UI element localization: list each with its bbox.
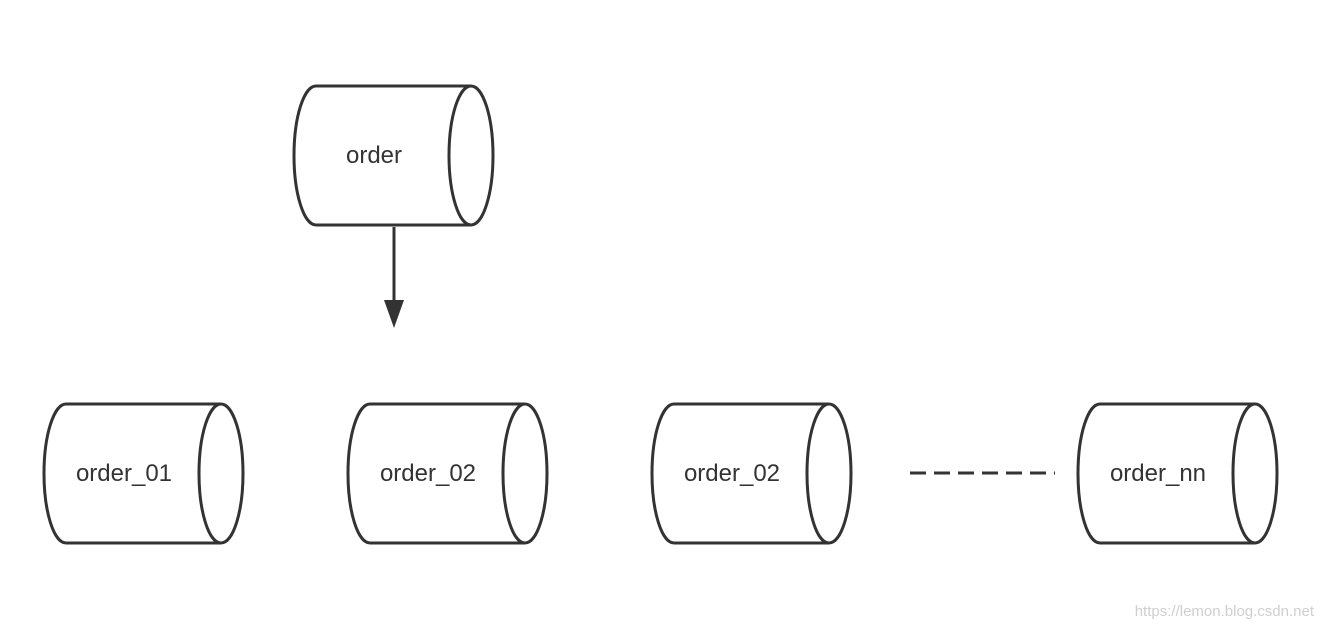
table-order: order xyxy=(292,84,495,227)
cylinder-body xyxy=(346,402,525,545)
table-label: order_nn xyxy=(1110,460,1206,487)
table-order-nn: order_nn xyxy=(1076,402,1279,545)
cylinder-body xyxy=(42,402,221,545)
cylinder-cap xyxy=(197,402,245,545)
arrow-head xyxy=(384,300,404,328)
table-label: order_02 xyxy=(684,460,780,487)
cylinder-cap xyxy=(1231,402,1279,545)
cylinder-cap xyxy=(805,402,853,545)
split-arrow xyxy=(384,227,404,328)
table-label: order xyxy=(346,142,402,169)
table-order-02: order_02 xyxy=(346,402,549,545)
cylinder-cap xyxy=(447,84,495,227)
watermark: https://lemon.blog.csdn.net xyxy=(1134,603,1314,620)
cylinder-body xyxy=(1076,402,1255,545)
table-label: order_01 xyxy=(76,460,172,487)
cylinder-body xyxy=(292,84,471,227)
cylinder-body xyxy=(650,402,829,545)
cylinder-cap xyxy=(501,402,549,545)
table-label: order_02 xyxy=(380,460,476,487)
table-order-03: order_02 xyxy=(650,402,853,545)
table-order-01: order_01 xyxy=(42,402,245,545)
